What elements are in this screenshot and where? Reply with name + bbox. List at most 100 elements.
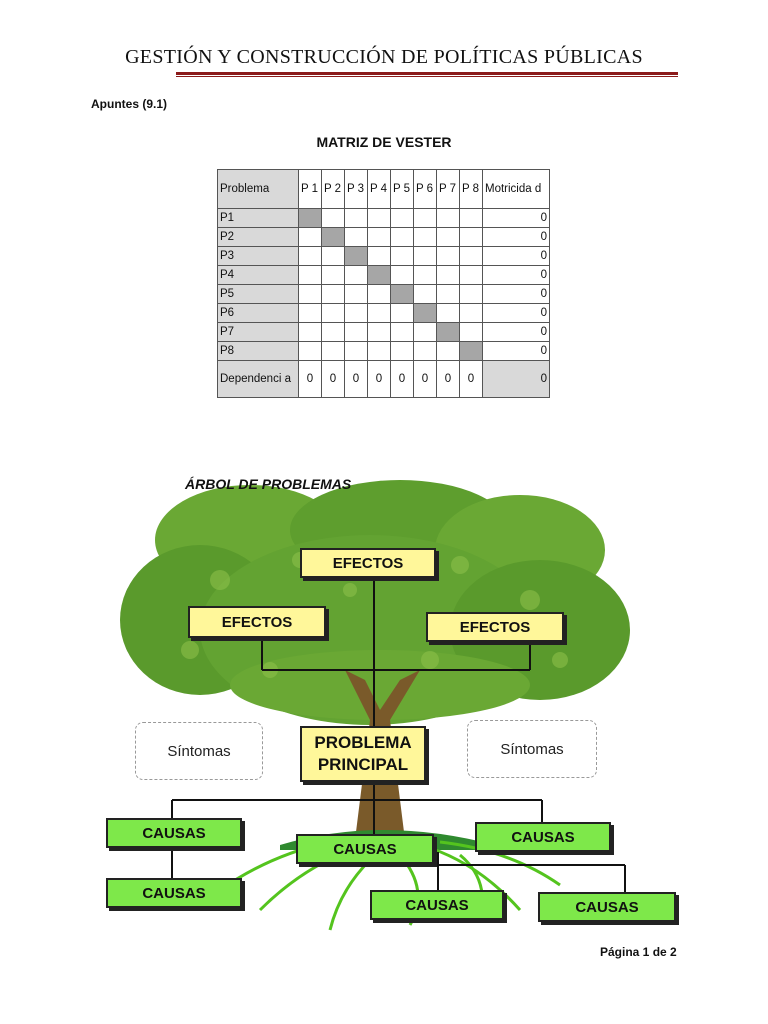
main-problem-box: PROBLEMA PRINCIPAL bbox=[300, 726, 426, 782]
diagonal-cell bbox=[413, 303, 437, 323]
matrix-cell bbox=[390, 341, 414, 361]
effects-box-right: EFECTOS bbox=[426, 612, 564, 642]
cause-box: CAUSAS bbox=[475, 822, 611, 852]
diagonal-cell bbox=[344, 246, 368, 266]
header-motricidad: Motricida d bbox=[482, 169, 550, 209]
matrix-cell bbox=[390, 322, 414, 342]
matrix-cell bbox=[459, 208, 483, 228]
row-label: P5 bbox=[217, 284, 299, 304]
matrix-row: P3 0 bbox=[217, 246, 550, 266]
col-header: P 8 bbox=[459, 169, 483, 209]
matrix-cell bbox=[367, 322, 391, 342]
row-label: P8 bbox=[217, 341, 299, 361]
dependencia-value: 0 bbox=[298, 360, 322, 398]
connector-lines bbox=[171, 577, 626, 892]
matrix-cell bbox=[413, 322, 437, 342]
matrix-cell bbox=[390, 227, 414, 247]
col-header: P 1 bbox=[298, 169, 322, 209]
diagonal-cell bbox=[367, 265, 391, 285]
matrix-cell bbox=[413, 265, 437, 285]
motricidad-value: 0 bbox=[482, 322, 550, 342]
dependencia-row: Dependenci a 0 0 0 0 0 0 0 0 0 bbox=[217, 360, 550, 398]
problem-tree-diagram: ÁRBOL DE PROBLEMAS EFECTOS EFECTOS EFECT… bbox=[100, 470, 685, 940]
motricidad-value: 0 bbox=[482, 227, 550, 247]
matrix-title: MATRIZ DE VESTER bbox=[316, 134, 452, 150]
col-header: P 6 bbox=[413, 169, 437, 209]
symptoms-box-right: Síntomas bbox=[467, 720, 597, 778]
matrix-cell bbox=[390, 265, 414, 285]
matrix-cell bbox=[344, 227, 368, 247]
matrix-cell bbox=[321, 246, 345, 266]
matrix-cell bbox=[367, 246, 391, 266]
matrix-cell bbox=[298, 265, 322, 285]
matrix-cell bbox=[344, 303, 368, 323]
matrix-cell bbox=[321, 208, 345, 228]
effects-box-left: EFECTOS bbox=[188, 606, 326, 638]
matrix-cell bbox=[459, 246, 483, 266]
diagonal-cell bbox=[390, 284, 414, 304]
matrix-cell bbox=[413, 227, 437, 247]
matrix-cell bbox=[298, 227, 322, 247]
matrix-cell bbox=[390, 208, 414, 228]
col-header: P 4 bbox=[367, 169, 391, 209]
matrix-cell bbox=[413, 246, 437, 266]
dependencia-value: 0 bbox=[390, 360, 414, 398]
matrix-cell bbox=[436, 303, 460, 323]
effects-box-top: EFECTOS bbox=[300, 548, 436, 578]
motricidad-value: 0 bbox=[482, 303, 550, 323]
col-header: P 5 bbox=[390, 169, 414, 209]
row-label: P2 bbox=[217, 227, 299, 247]
matrix-cell bbox=[413, 284, 437, 304]
dependencia-value: 0 bbox=[344, 360, 368, 398]
matrix-cell bbox=[459, 265, 483, 285]
col-header: P 2 bbox=[321, 169, 345, 209]
matrix-cell bbox=[390, 303, 414, 323]
matrix-header-row: Problema P 1 P 2 P 3 P 4 P 5 P 6 P 7 P 8… bbox=[217, 169, 550, 209]
matrix-cell bbox=[344, 322, 368, 342]
row-label: P4 bbox=[217, 265, 299, 285]
header-rule bbox=[176, 72, 678, 75]
matrix-cell bbox=[367, 284, 391, 304]
apuntes-label: Apuntes (9.1) bbox=[91, 97, 168, 111]
matrix-cell bbox=[367, 341, 391, 361]
matrix-row: P4 0 bbox=[217, 265, 550, 285]
matrix-row: P1 0 bbox=[217, 208, 550, 228]
matrix-cell bbox=[459, 303, 483, 323]
col-header: P 3 bbox=[344, 169, 368, 209]
matrix-cell bbox=[436, 246, 460, 266]
motricidad-value: 0 bbox=[482, 265, 550, 285]
cause-box: CAUSAS bbox=[106, 818, 242, 848]
cause-box: CAUSAS bbox=[106, 878, 242, 908]
row-label: P1 bbox=[217, 208, 299, 228]
matrix-cell bbox=[298, 303, 322, 323]
dependencia-value: 0 bbox=[413, 360, 437, 398]
matrix-cell bbox=[436, 208, 460, 228]
matrix-row: P8 0 bbox=[217, 341, 550, 361]
matrix-row: P5 0 bbox=[217, 284, 550, 304]
dependencia-label: Dependenci a bbox=[217, 360, 299, 398]
motricidad-value: 0 bbox=[482, 341, 550, 361]
matrix-cell bbox=[436, 265, 460, 285]
matrix-row: P6 0 bbox=[217, 303, 550, 323]
matrix-cell bbox=[344, 341, 368, 361]
row-label: P6 bbox=[217, 303, 299, 323]
vester-matrix: Problema P 1 P 2 P 3 P 4 P 5 P 6 P 7 P 8… bbox=[217, 169, 550, 398]
matrix-cell bbox=[321, 284, 345, 304]
dependencia-value: 0 bbox=[436, 360, 460, 398]
dependencia-total: 0 bbox=[482, 360, 550, 398]
header-problema: Problema bbox=[217, 169, 299, 209]
col-header: P 7 bbox=[436, 169, 460, 209]
matrix-cell bbox=[459, 227, 483, 247]
motricidad-value: 0 bbox=[482, 284, 550, 304]
matrix-cell bbox=[298, 246, 322, 266]
cause-box: CAUSAS bbox=[296, 834, 434, 864]
dependencia-value: 0 bbox=[459, 360, 483, 398]
matrix-cell bbox=[413, 208, 437, 228]
dependencia-value: 0 bbox=[321, 360, 345, 398]
matrix-cell bbox=[459, 322, 483, 342]
matrix-cell bbox=[344, 208, 368, 228]
matrix-cell bbox=[413, 341, 437, 361]
dependencia-value: 0 bbox=[367, 360, 391, 398]
matrix-cell bbox=[344, 284, 368, 304]
diagonal-cell bbox=[321, 227, 345, 247]
